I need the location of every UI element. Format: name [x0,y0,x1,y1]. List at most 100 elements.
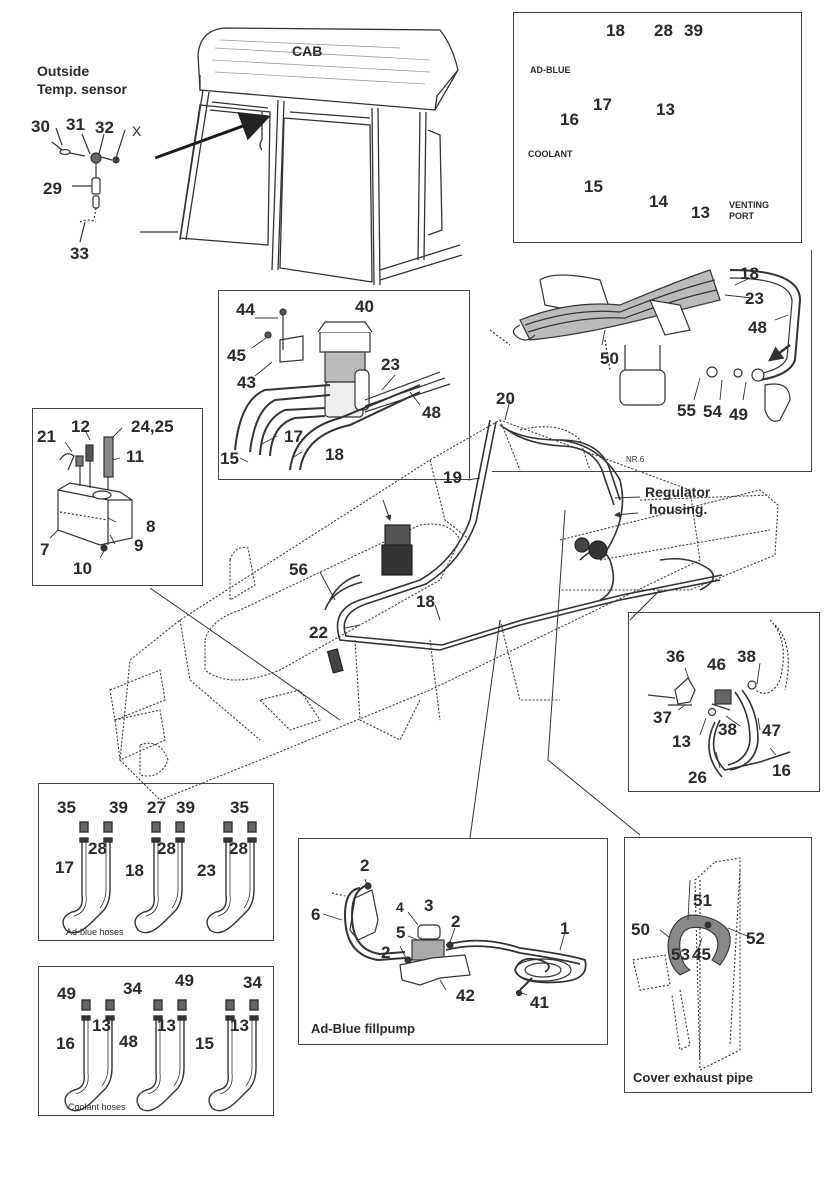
part-18-adblue-in: 18 [606,21,625,40]
cab-illustration [140,27,463,286]
coolant-set2-right-fitting: 49 [175,971,194,990]
coolant-hose-3 [208,999,259,1112]
cover-part-45: 45 [692,945,711,964]
sensor-caption: Outside Temp. sensor [37,63,127,98]
adblue-hose-inner [217,840,251,917]
part-x: X [132,123,142,139]
hose-set1-left-fitting: 35 [57,798,76,817]
part-26: 26 [688,768,707,787]
hose-set2-right-fitting: 39 [176,798,195,817]
fillpump-panel [298,838,608,1045]
coolant-hose-1 [64,999,115,1112]
part-13-clamp-vent: 13 [691,203,710,222]
exhaust-cover-panel [624,837,812,1093]
coolant-clamp-icon [105,1015,115,1021]
coolant-hoses-illustration [64,999,259,1112]
part-14-vent-hose: 14 [649,192,668,211]
part-18: 18 [325,445,344,464]
regulator-line1: Regulator [645,484,711,500]
coolant-left-fitting-icon [81,999,91,1011]
part-10: 10 [73,559,92,578]
tank-illustration [234,308,451,471]
coolant-hose-body [208,1018,257,1112]
venting-line2: PORT [729,210,755,221]
adblue-hose-2 [134,821,185,934]
part-45: 45 [227,346,246,365]
cover-part-51: 51 [693,891,712,910]
part-37: 37 [653,708,672,727]
venting-line1: VENTING [729,200,770,210]
exhaust-route-illustration [489,269,802,422]
part-28-clamp: 28 [654,21,673,40]
fillpump-part-3: 3 [424,896,434,915]
part-47: 47 [762,721,781,740]
regulator-line2: housing. [649,500,708,517]
part-9: 9 [134,536,144,555]
adblue-hose-body [134,840,183,934]
coolant-set3-hose: 15 [195,1034,214,1053]
part-22-main: 22 [309,623,328,642]
coolant-clamp-icon [249,1015,259,1021]
coolant-left-fitting-icon [153,999,163,1011]
hose-set1-clamp: 28 [88,839,107,858]
coolant-set3-clamp: 13 [230,1016,249,1035]
main-hose-harness [324,419,723,651]
cab-label: CAB [292,43,323,59]
part-38-top: 38 [737,647,756,666]
regulator-panel [628,612,820,792]
coolant-set2-clamp: 13 [157,1016,176,1035]
coolant-hose-body [136,1018,185,1112]
part-49: 49 [729,405,748,424]
adblue-right-fitting-icon [103,821,113,833]
fillpump-part-41: 41 [530,993,549,1012]
cover-part-50: 50 [631,920,650,939]
part-39-fitting: 39 [684,21,703,40]
part-15: 15 [220,449,239,468]
part-55: 55 [677,401,696,420]
hose-set1-hose: 17 [55,858,74,877]
coolant-right-fitting-icon [105,999,115,1011]
coolant-right-fitting-icon [177,999,187,1011]
part-15-coolant-out: 15 [584,177,603,196]
adblue-hoses-caption: Ad-blue hoses [66,927,124,937]
fillpump-illustration [322,878,587,997]
adblue-clamp-icon [103,837,113,843]
nr6-tag: NR 6 [626,455,645,464]
fillpump-part-2-top: 2 [360,856,370,875]
fillpump-part-6: 6 [311,905,321,924]
hose-set2-clamp: 28 [157,839,176,858]
coolant-set1-left-fitting: 49 [57,984,76,1003]
coolant-clamp-icon [177,1015,187,1021]
part-29: 29 [43,179,62,198]
part-54: 54 [703,402,722,421]
fillpump-caption: Ad-Blue fillpump [311,1021,415,1036]
part-32: 32 [95,118,114,137]
hose-set3-clamp: 28 [229,839,248,858]
adblue-right-fitting-icon [175,821,185,833]
valve-block-illustration [49,427,133,559]
part-46: 46 [707,655,726,674]
part-13-reg: 13 [672,732,691,751]
hose-set2-left-fitting: 27 [147,798,166,817]
adblue-clamp-icon [247,837,257,843]
fillpump-part-2-right: 2 [451,912,461,931]
fillpump-part-42: 42 [456,986,475,1005]
adblue-clamp-icon [223,837,233,843]
tank-panel [218,290,470,480]
adblue-left-fitting-icon [151,821,161,833]
hose-set3-hose: 23 [197,861,216,880]
adblue-hose-body [62,840,111,934]
regulator-housing-label: Regulator housing. [645,484,710,518]
part-11: 11 [126,447,144,466]
part-48-route: 48 [748,318,767,337]
leader-lines [149,399,661,839]
part-13-clamp-top: 13 [656,100,675,119]
coolant-hose-inner [219,1018,253,1095]
adblue-hose-body [206,840,255,934]
coolant-set3-right-fitting: 34 [243,973,262,992]
hose-set1-right-fitting: 39 [109,798,128,817]
cover-part-53: 53 [671,945,690,964]
fillpump-part-2-left: 2 [381,943,391,962]
part-23-route: 23 [745,289,764,308]
coolant-clamp-icon [153,1015,163,1021]
